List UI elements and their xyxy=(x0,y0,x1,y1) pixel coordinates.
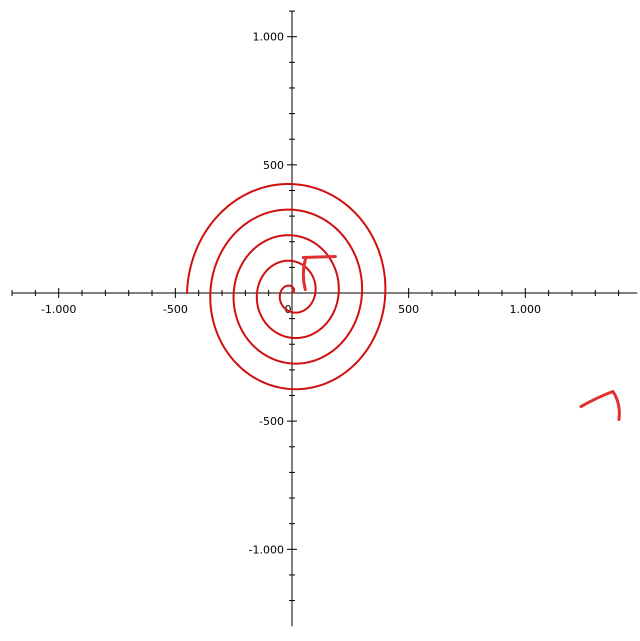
y-tick-label: -500 xyxy=(259,415,284,428)
start-arrow-annotation xyxy=(301,255,337,292)
spiral-curve xyxy=(186,183,387,391)
annotations xyxy=(301,255,621,422)
x-tick-label: -1.000 xyxy=(41,303,76,316)
y-tick-label: 1.000 xyxy=(253,31,285,44)
axes xyxy=(12,11,638,627)
x-tick-label: 1.000 xyxy=(510,303,542,316)
y-tick-label: -1.000 xyxy=(249,543,284,556)
x-tick-label: -500 xyxy=(163,303,188,316)
x-tick-label: 500 xyxy=(398,303,419,316)
end-arrow-annotation xyxy=(579,390,621,422)
tick-labels: -1.000 -500 0 500 1.000 1.000 500 -500 -1.000 xyxy=(41,31,541,557)
axis-ticks xyxy=(11,10,620,602)
x-tick-label: 0 xyxy=(285,303,292,316)
series-layer xyxy=(186,183,387,391)
y-tick-label: 500 xyxy=(263,159,284,172)
